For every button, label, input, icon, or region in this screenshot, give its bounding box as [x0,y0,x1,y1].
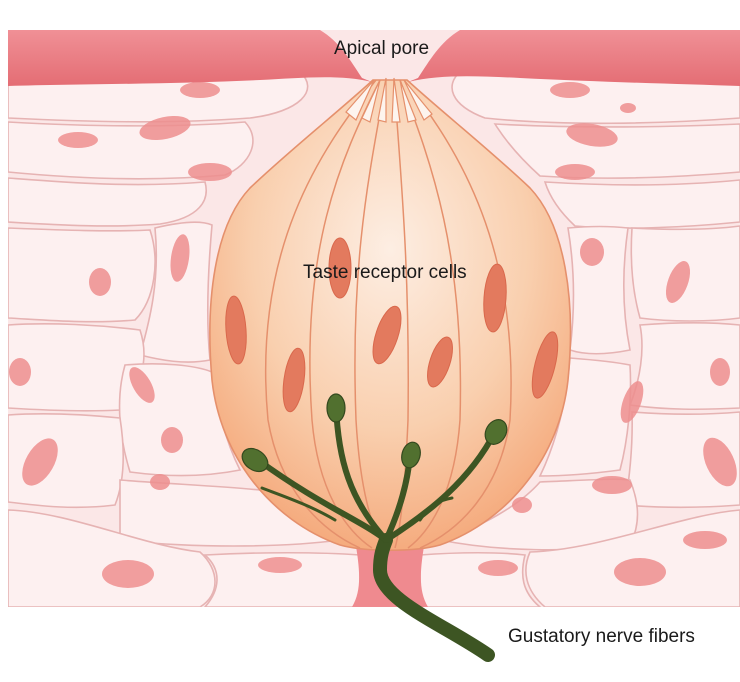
nucleus [9,358,31,386]
taste-receptor-cells-label: Taste receptor cells [303,262,467,284]
nucleus [580,238,604,266]
nucleus [550,82,590,98]
nucleus [555,164,595,180]
nucleus [161,427,183,453]
nucleus [512,497,532,513]
nucleus [258,557,302,573]
apical-pore-label: Apical pore [334,38,429,60]
nucleus [478,560,518,576]
nucleus [592,476,632,494]
nucleus [58,132,98,148]
nucleus [180,82,220,98]
nucleus [102,560,154,588]
nucleus [188,163,232,181]
epithelial-cell [545,180,740,228]
epithelial-cell [8,178,206,226]
nerve-ending [327,394,345,422]
nucleus [150,474,170,490]
epithelial-cell [8,228,155,322]
nucleus [683,531,727,549]
nucleus [620,103,636,113]
nucleus [614,558,666,586]
nucleus [89,268,111,296]
epithelial-cell [420,553,540,607]
nucleus [710,358,730,386]
gustatory-nerve-fibers-label: Gustatory nerve fibers [508,626,695,648]
